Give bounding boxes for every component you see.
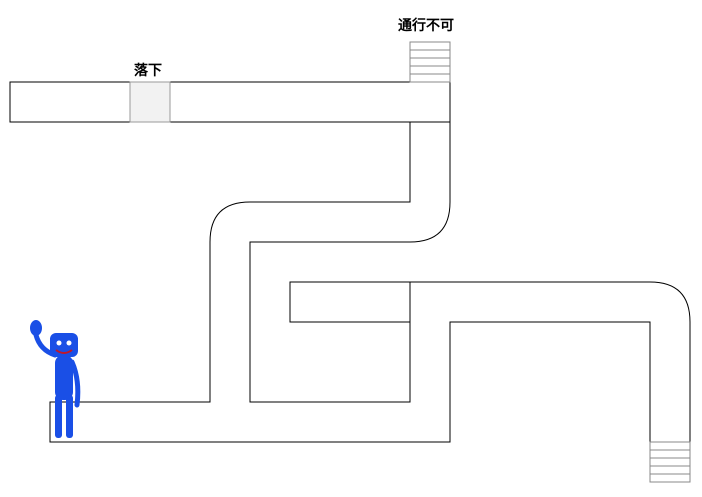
path-top-bar xyxy=(9,81,451,123)
path-main-corridor xyxy=(49,122,691,443)
fall-label: 落下 xyxy=(134,63,162,79)
fall-tile xyxy=(129,81,171,123)
blocked-barrier-bottom xyxy=(649,441,691,483)
path-inner-wall xyxy=(249,82,451,403)
character-icon[interactable] xyxy=(30,320,81,438)
blocked-label: 通行不可 xyxy=(398,18,454,34)
blocked-barrier-top xyxy=(409,41,451,83)
